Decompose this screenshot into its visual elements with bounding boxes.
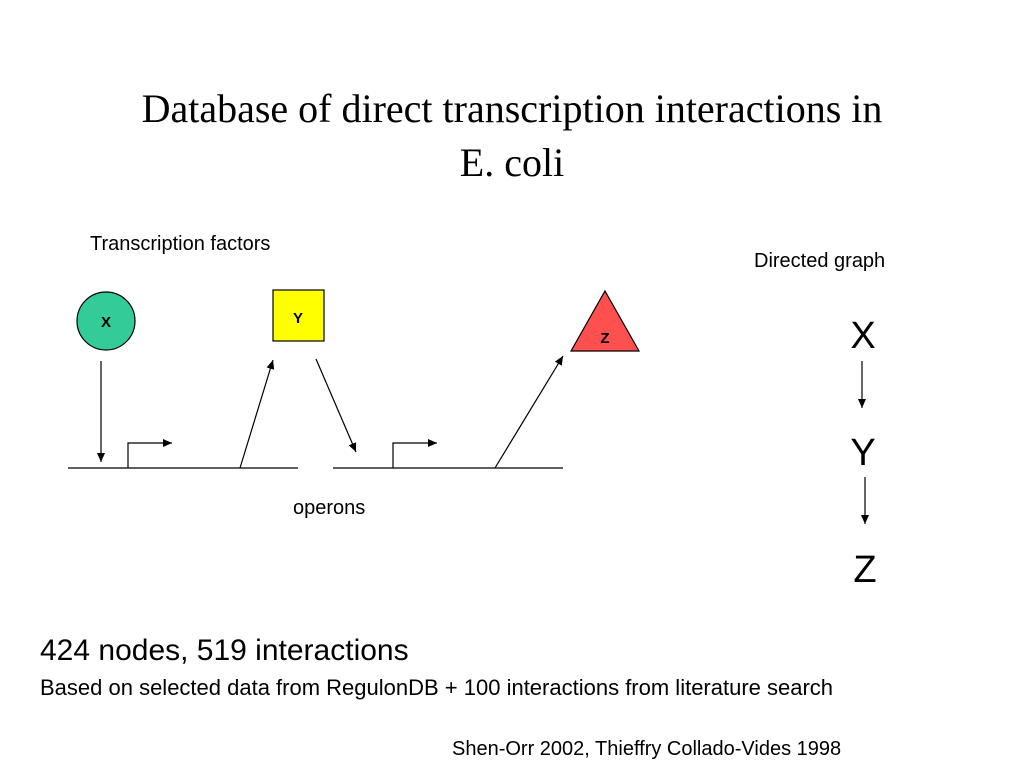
tf-node-y-label: Y xyxy=(293,310,303,327)
tf-node-x-circle xyxy=(76,291,136,351)
stats-line-1: 424 nodes, 519 interactions xyxy=(40,634,409,667)
tf-node-z-label: Z xyxy=(600,330,609,347)
operon-to-z-arrow xyxy=(494,355,564,469)
promoter-1-arrow xyxy=(127,439,172,468)
stats-line-2: Based on selected data from RegulonDB + … xyxy=(40,675,834,700)
graph-node-x: X xyxy=(850,315,875,357)
tf-node-x-label: X xyxy=(101,314,111,331)
tf-node-z-triangle xyxy=(569,289,641,352)
tf-node-y-square xyxy=(272,289,325,342)
graph-node-z: Z xyxy=(853,549,876,591)
y-to-operon-arrow xyxy=(315,358,357,453)
promoter-2-arrow xyxy=(392,439,437,468)
graph-node-y: Y xyxy=(850,432,875,474)
directed-graph-label: Directed graph xyxy=(754,250,886,272)
operons-label: operons xyxy=(293,497,366,519)
citation: Shen-Orr 2002, Thieffry Collado-Vides 19… xyxy=(452,738,842,760)
slide-title: Database of direct transcription interac… xyxy=(40,82,984,190)
operon-to-y-arrow xyxy=(239,359,275,469)
title-line-2: E. coli xyxy=(459,140,565,185)
title-line-1: Database of direct transcription interac… xyxy=(141,86,883,131)
transcription-factors-label: Transcription factors xyxy=(90,233,271,255)
